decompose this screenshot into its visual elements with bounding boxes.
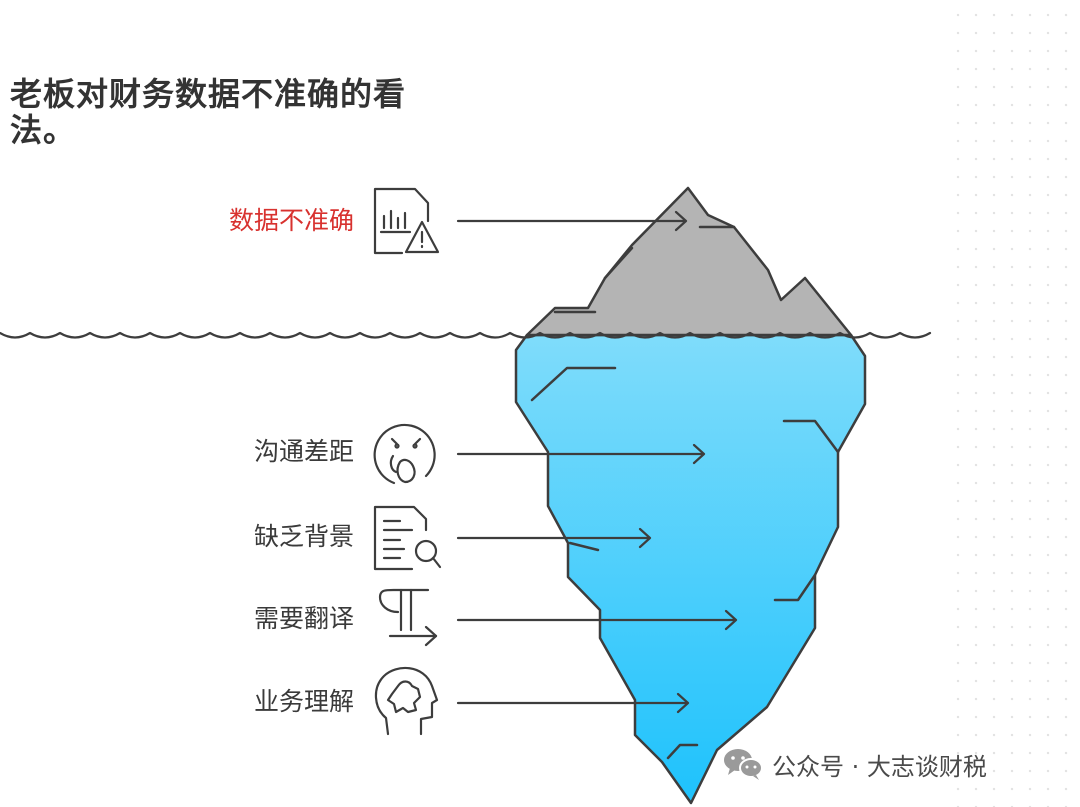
arrow-business-understanding [456,692,690,714]
iceberg-tip [525,186,853,337]
arrow-need-translation [456,609,738,631]
water-surface-line [0,331,932,339]
watermark: 公众号 · 大志谈财税 [722,746,987,782]
watermark-text: 公众号 · 大志谈财税 [772,752,987,781]
label-lack-of-context: 缺乏背景 [253,522,354,551]
report-warning-icon [373,187,440,255]
label-inaccurate-data: 数据不准确 [228,206,354,235]
label-communication-gap: 沟通差距 [253,437,354,466]
page-title: 老板对财务数据不准确的看法。 [10,75,407,149]
label-business-understanding: 业务理解 [253,687,354,716]
arrow-communication-gap [456,443,706,465]
iceberg-underwater [514,333,867,805]
label-need-translation: 需要翻译 [253,604,354,633]
dot-grid-background [945,0,1080,807]
arrow-inaccurate-data [456,210,688,232]
wechat-icon [724,749,763,780]
arrow-lack-of-context [456,527,652,549]
surprised-face-icon [373,423,436,485]
document-search-icon [373,505,442,571]
iceberg-ridge-lines [530,225,840,760]
paragraph-arrow-icon [378,588,438,647]
head-puzzle-icon [374,666,439,736]
